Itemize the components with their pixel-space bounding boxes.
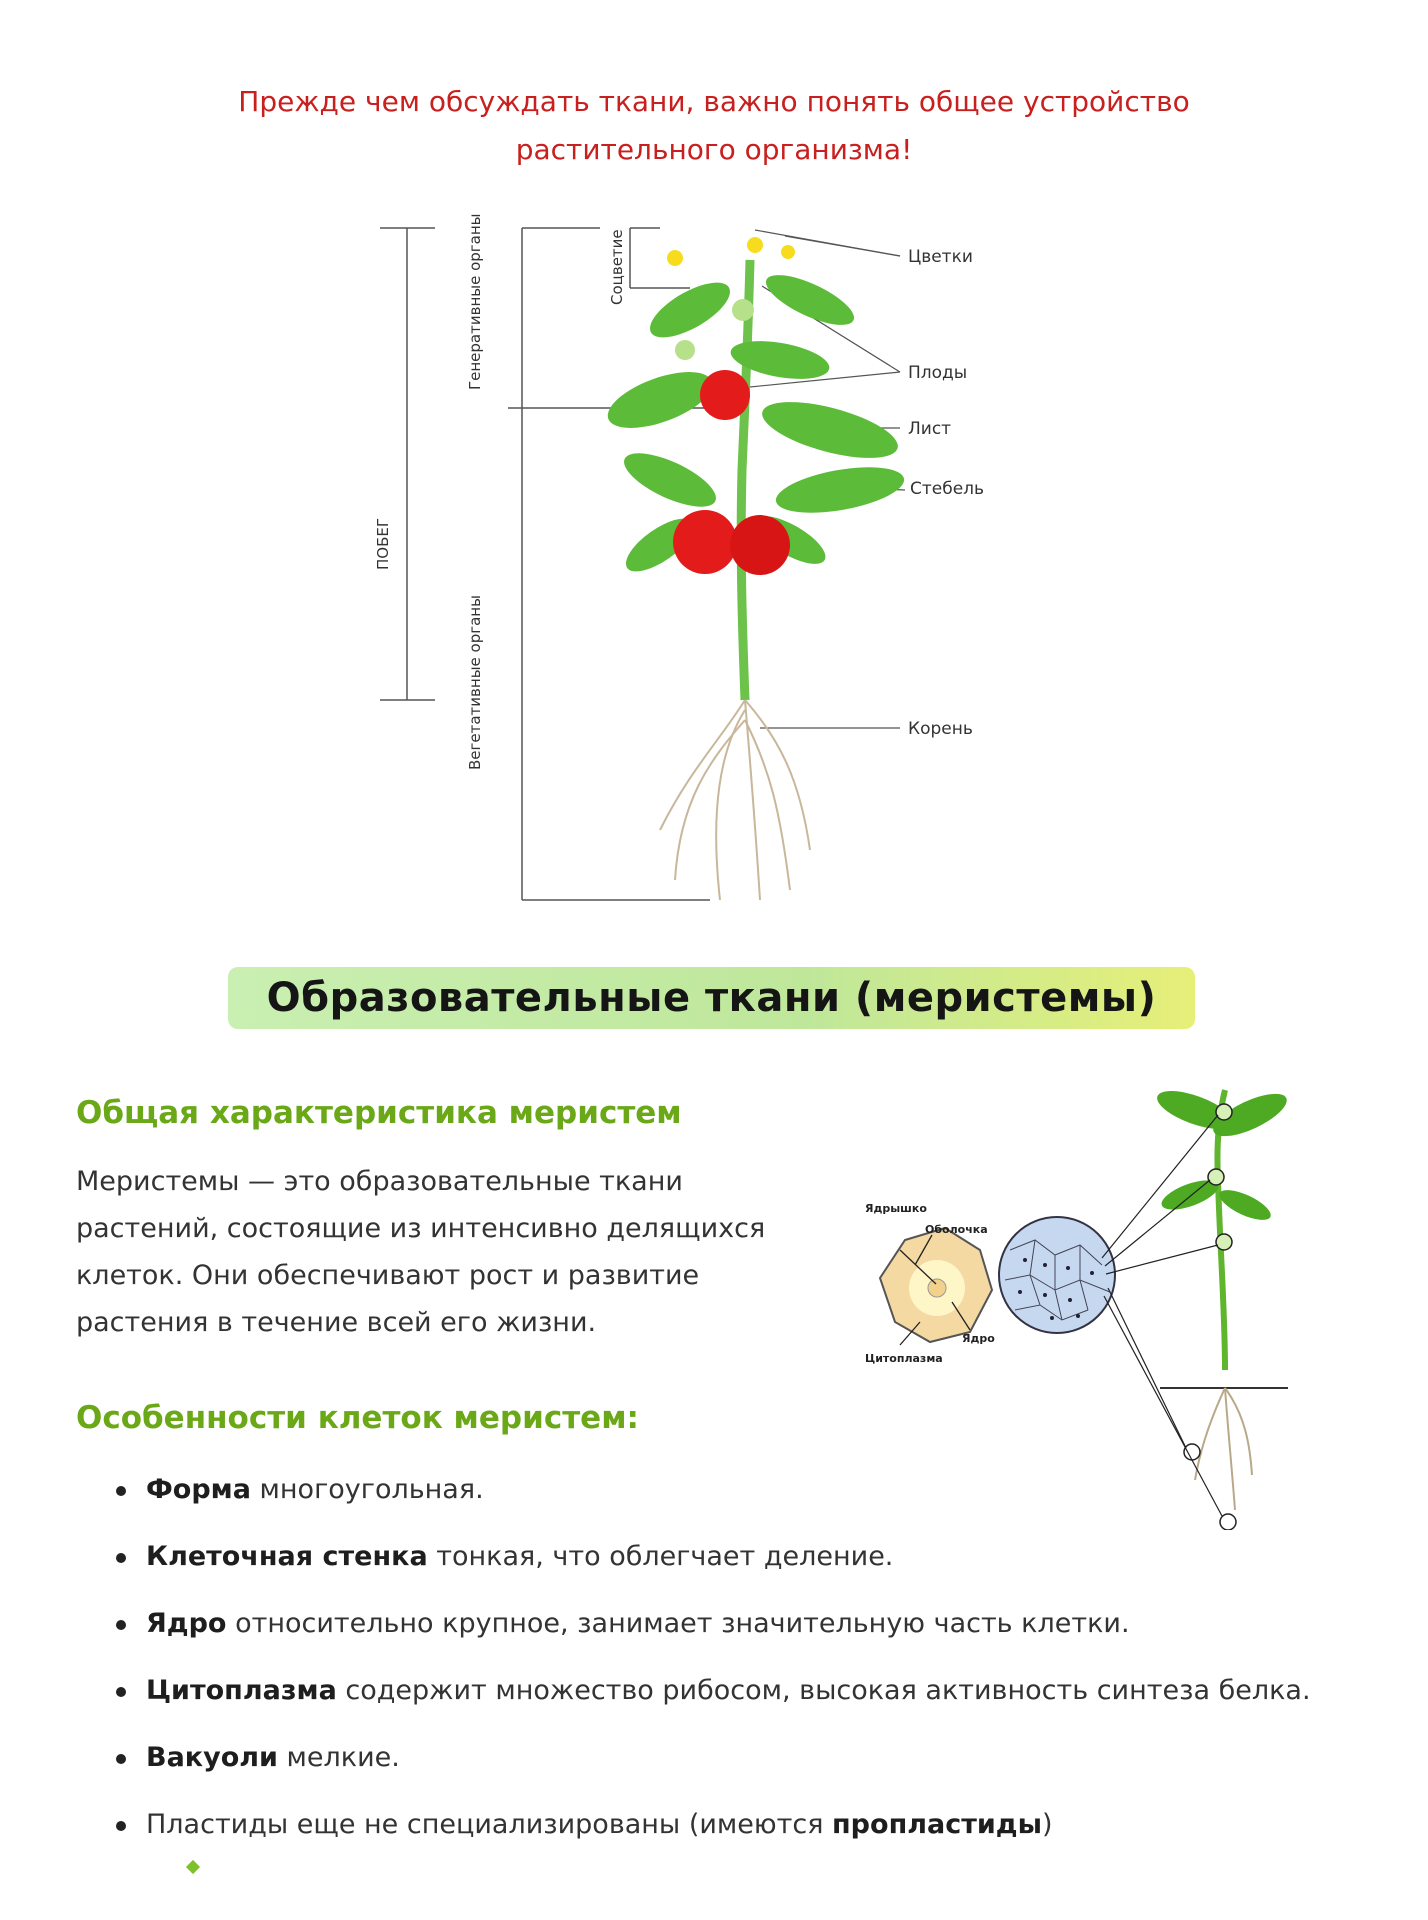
nucleolus-label: Ядрышко (865, 1202, 927, 1215)
paragraph-line: растений, состоящие из интенсивно делящи… (76, 1213, 766, 1244)
feature-term: пропластиды (832, 1809, 1043, 1840)
section-title-text: Образовательные ткани (меристемы) (266, 975, 1157, 1021)
feature-text: ) (1042, 1809, 1053, 1840)
list-item: Вакуоли мелкие. (116, 1738, 1416, 1805)
features-list: Форма многоугольная. Клеточная стенка то… (116, 1470, 1416, 1872)
membrane-label: Оболочка (925, 1223, 988, 1236)
feature-text: тонкая, что облегчает деление. (427, 1541, 894, 1572)
list-item: Клеточная стенка тонкая, что облегчает д… (116, 1537, 1416, 1604)
shoot-label: ПОБЕГ (374, 518, 392, 570)
paragraph-line: клеток. Они обеспечивают рост и развитие (76, 1260, 700, 1291)
feature-text: относительно крупное, занимает значитель… (226, 1608, 1130, 1639)
cytoplasm-label: Цитоплазма (865, 1352, 943, 1365)
paragraph-line: Меристемы — это образовательные ткани (76, 1166, 683, 1197)
feature-term: Форма (146, 1474, 251, 1505)
feature-text: Пластиды еще не специализированы (имеютс… (146, 1809, 833, 1840)
section-title: Образовательные ткани (меристемы) (228, 967, 1195, 1029)
list-item: Пластиды еще не специализированы (имеютс… (116, 1805, 1416, 1872)
vegetative-organs-label: Вегетативные органы (466, 595, 484, 770)
feature-text: многоугольная. (250, 1474, 484, 1505)
feature-term: Вакуоли (146, 1742, 278, 1773)
feature-term: Цитоплазма (146, 1675, 337, 1706)
flowers-label: Цветки (908, 247, 973, 267)
meristem-cell-diagram: Ядрышко Оболочка Ядро Цитоплазма (865, 1089, 1288, 1530)
list-item: Цитоплазма содержит множество рибосом, в… (116, 1671, 1416, 1738)
nucleus-label: Ядро (962, 1332, 995, 1345)
features-heading: Особенности клеток меристем: (76, 1400, 639, 1436)
leaf-label: Лист (908, 419, 951, 439)
paragraph-line: растения в течение всей его жизни. (76, 1307, 597, 1338)
stem-label: Стебель (910, 479, 984, 499)
list-item: Ядро относительно крупное, занимает знач… (116, 1604, 1416, 1671)
root-label: Корень (908, 719, 973, 739)
list-item: Форма многоугольная. (116, 1470, 1416, 1537)
general-heading: Общая характеристика меристем (76, 1095, 682, 1131)
general-paragraph: Меристемы — это образовательные ткани ра… (76, 1158, 816, 1346)
plant-structure-diagram: ПОБЕГ Генеративные органы Вегетативные о… (374, 213, 984, 901)
inflorescence-label: Соцветие (608, 229, 626, 305)
fruits-label: Плоды (908, 363, 967, 383)
intro-line-1: Прежде чем обсуждать ткани, важно понять… (238, 85, 1190, 118)
feature-text: мелкие. (277, 1742, 400, 1773)
feature-term: Клеточная стенка (146, 1541, 428, 1572)
feature-term: Ядро (146, 1608, 227, 1639)
feature-text: содержит множество рибосом, высокая акти… (336, 1675, 1311, 1706)
intro-line-2: растительного организма! (515, 133, 913, 166)
generative-organs-label: Генеративные органы (466, 213, 484, 390)
intro-text: Прежде чем обсуждать ткани, важно понять… (0, 78, 1428, 174)
